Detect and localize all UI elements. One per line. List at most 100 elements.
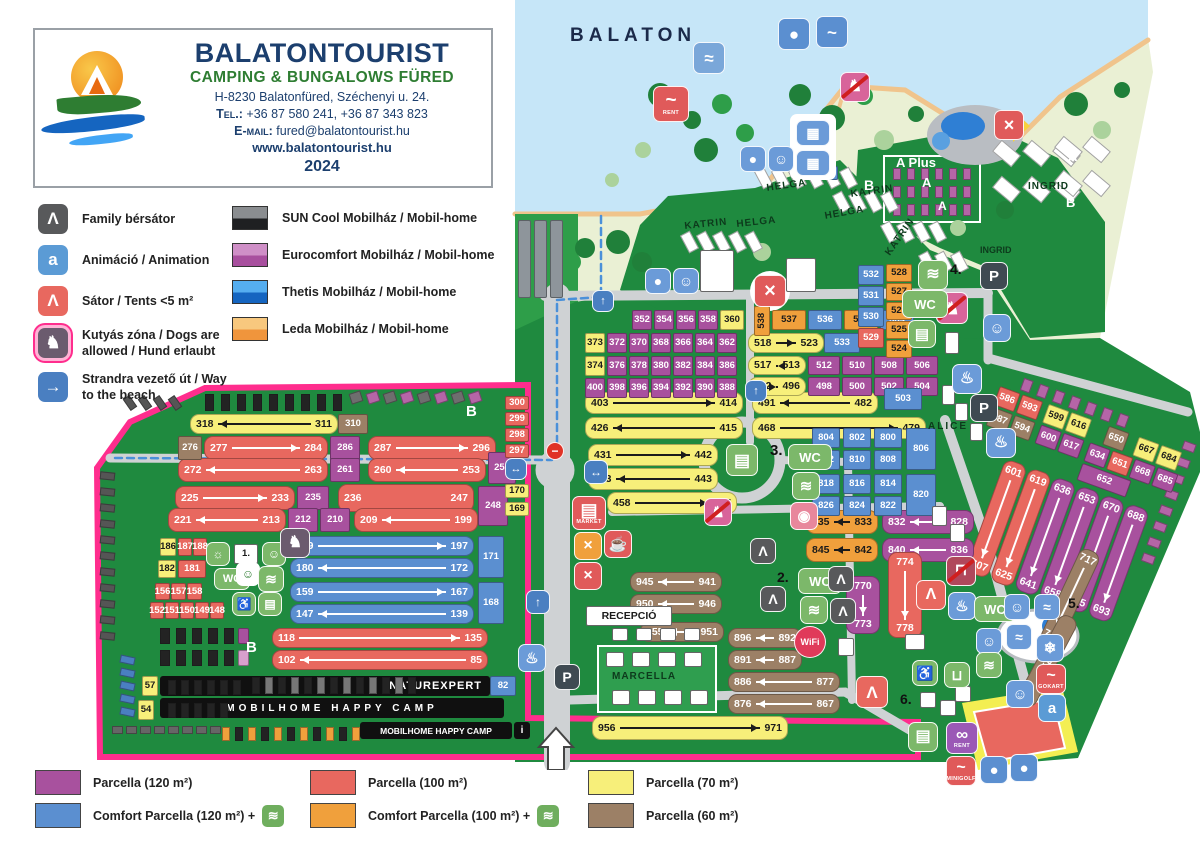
family-tent-icon: Λ bbox=[828, 566, 854, 592]
parcel-number: 886 bbox=[734, 675, 752, 688]
parcel-number: 496 bbox=[782, 380, 800, 393]
campfire-icon: ♨ bbox=[986, 428, 1016, 458]
stage-icon: ☺ bbox=[236, 562, 260, 586]
parcel-number: 504 bbox=[914, 380, 930, 392]
parcel-810: 810 bbox=[843, 450, 871, 470]
range-arrow bbox=[231, 444, 301, 452]
parcel-number: 252 bbox=[494, 462, 510, 474]
parcel-number: 157 bbox=[170, 585, 187, 597]
animation-icon: a bbox=[38, 245, 68, 275]
building-block bbox=[636, 628, 652, 641]
parcel-number: 139 bbox=[450, 607, 468, 620]
tree bbox=[874, 130, 894, 150]
mobilhome-unit bbox=[205, 394, 214, 411]
parcel-826: 826 bbox=[812, 496, 840, 516]
parcel-number: 804 bbox=[818, 432, 834, 444]
dog-zone-icon-glyph: ♞ bbox=[45, 333, 61, 353]
mobilhome-unit bbox=[287, 727, 295, 741]
parcel-number: 668 bbox=[1132, 463, 1152, 480]
lake-balaton bbox=[515, 0, 1148, 212]
parcel-number: 286 bbox=[337, 442, 353, 454]
restaurant-icon: × bbox=[574, 562, 602, 590]
family-tent-icon-glyph: Λ bbox=[836, 571, 846, 587]
parcel-390: 390 bbox=[695, 378, 715, 398]
bike-rent-icon-label: RENT bbox=[953, 743, 971, 750]
parcel-156: 156 bbox=[155, 583, 170, 600]
playground-icon: ☺ bbox=[1004, 594, 1030, 620]
gokart-icon-label: GOKART bbox=[1038, 683, 1064, 690]
parcel-number: 233 bbox=[271, 491, 289, 504]
legend-item: ♞Kutyás zóna / Dogs are allowed / Hund e… bbox=[38, 327, 233, 360]
beach-way-icon: ↑ bbox=[526, 590, 550, 614]
parcel-number: 651 bbox=[1110, 455, 1130, 472]
parcel-number: 717 bbox=[1077, 550, 1099, 569]
relax-icon: ☼ bbox=[206, 542, 230, 566]
parcel-number: 180 bbox=[296, 561, 314, 574]
mobilhome-unit bbox=[112, 726, 123, 734]
mobilhome-color-chip bbox=[232, 243, 268, 267]
parcel-number: 54 bbox=[140, 704, 152, 716]
parcel-510: 510 bbox=[842, 356, 872, 375]
parcel-number: 392 bbox=[675, 382, 691, 394]
parcel-number: 212 bbox=[295, 514, 311, 526]
parcel-number: 510 bbox=[849, 359, 865, 371]
range-arrow bbox=[615, 451, 691, 459]
parcel-157: 157 bbox=[171, 583, 186, 600]
mobilhome-unit bbox=[317, 677, 325, 694]
parcel-number: 517 bbox=[754, 359, 772, 372]
address: H-8230 Balatonfüred, Széchenyi u. 24. bbox=[214, 90, 430, 104]
label-band: i bbox=[514, 722, 530, 739]
wheelchair-icon-glyph: ♿ bbox=[236, 597, 252, 611]
map-year: 2024 bbox=[304, 158, 340, 175]
parcel-color-chip bbox=[588, 803, 634, 828]
parcel-number: 297 bbox=[509, 445, 525, 457]
area-label-B: B bbox=[864, 177, 875, 193]
mobilhome-unit bbox=[99, 599, 116, 609]
no-dogs-icon: ♞ bbox=[840, 72, 870, 102]
parcel-number: 950 bbox=[636, 597, 654, 610]
parcel-210: 210 bbox=[320, 508, 350, 532]
dog-zone-icon: ♞ bbox=[280, 528, 310, 558]
parcel-382: 382 bbox=[673, 356, 693, 376]
mobilhome-unit bbox=[1152, 520, 1168, 534]
snowflake-icon-glyph: ❄ bbox=[1043, 639, 1057, 657]
mobilhome-unit bbox=[343, 677, 351, 694]
tree bbox=[908, 106, 924, 122]
parcel-number: 826 bbox=[818, 500, 834, 512]
shower-icon: ≋ bbox=[258, 566, 284, 592]
kiosk-icon-glyph: ▤ bbox=[915, 728, 931, 745]
parcel-149: 149 bbox=[194, 602, 210, 619]
coffee-icon-glyph: ☕ bbox=[608, 535, 628, 553]
mobilhome-unit bbox=[221, 394, 230, 411]
parcel-400: 400 bbox=[585, 378, 605, 398]
tennis-court-icon: ▦ bbox=[796, 150, 830, 176]
mobilhome-unit bbox=[304, 677, 312, 694]
parcel-number: 625 bbox=[993, 565, 1015, 583]
logo-wave bbox=[68, 131, 134, 148]
family-tent-icon-glyph: Λ bbox=[47, 209, 59, 228]
mobilhome-unit bbox=[408, 677, 416, 694]
parcel-503: 503 bbox=[884, 388, 922, 410]
parcel-57: 57 bbox=[142, 676, 158, 696]
mobilhome-unit bbox=[1140, 552, 1157, 566]
parcel-299: 299 bbox=[505, 412, 529, 426]
washer-icon: ◉ bbox=[790, 502, 818, 530]
parcel-169: 169 bbox=[505, 502, 529, 516]
parcel-187: 187 bbox=[177, 538, 193, 556]
parcel-number: 832 bbox=[888, 515, 906, 528]
mobilhome-unit bbox=[192, 650, 202, 666]
parcel-number: 118 bbox=[278, 631, 295, 644]
parcel-181: 181 bbox=[178, 560, 206, 578]
parcel-824: 824 bbox=[843, 496, 871, 516]
label-band: MOBILHOME HAPPY CAMP bbox=[160, 698, 504, 718]
parcel-number: 498 bbox=[816, 380, 832, 392]
mobilhome-unit bbox=[182, 726, 193, 734]
playground-icon: ☺ bbox=[983, 314, 1011, 342]
parcel-number: 670 bbox=[1100, 498, 1122, 516]
